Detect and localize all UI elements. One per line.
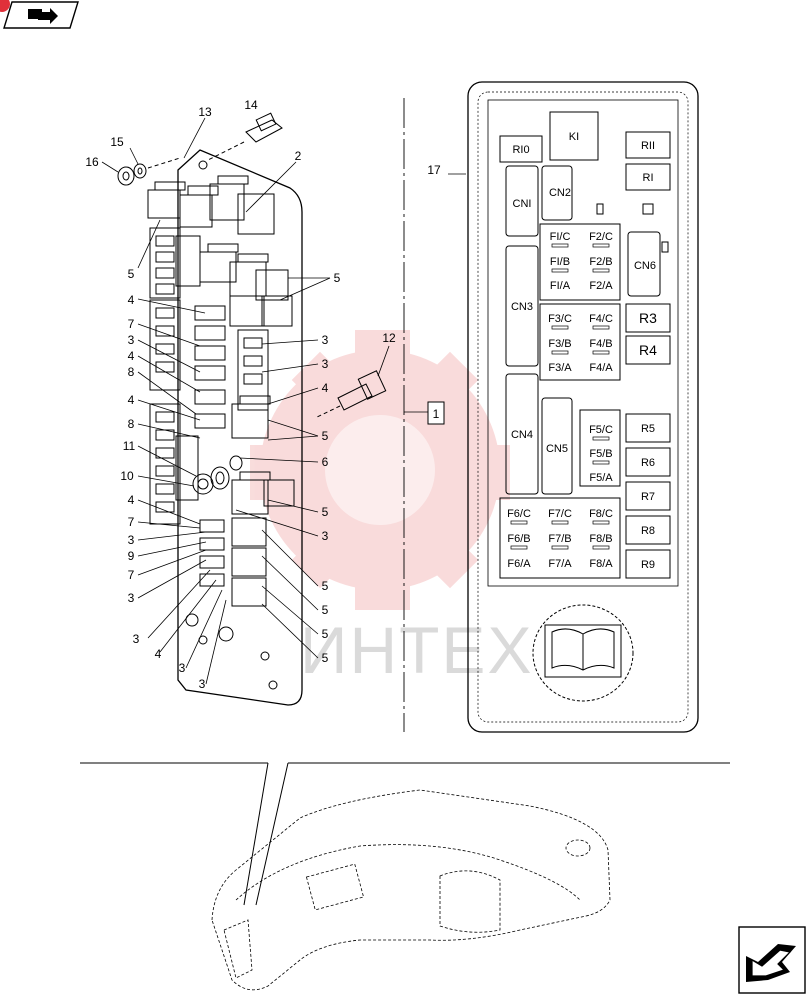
callout-5: 5: [322, 429, 329, 443]
callout-5: 5: [322, 627, 329, 641]
connector-label-cn2: CN2: [549, 187, 571, 199]
callout-14: 14: [244, 98, 258, 112]
nut-16: [117, 157, 181, 186]
callout-3: 3: [128, 591, 135, 605]
callout-9: 9: [128, 549, 135, 563]
callout-12: 12: [382, 331, 396, 345]
fuse-label: F8/A: [589, 558, 613, 570]
callout-4: 4: [322, 381, 329, 395]
callout-4: 4: [128, 293, 135, 307]
callout-3: 3: [322, 333, 329, 347]
book-with-arrow-icon[interactable]: [0, 0, 80, 32]
callout-3: 3: [199, 677, 206, 691]
relay: [147, 175, 293, 327]
fuse-label: F7/A: [548, 558, 572, 570]
relay-label-ri0: RI0: [512, 144, 529, 156]
relay-label-r6: R6: [641, 457, 655, 469]
machine-frame-outline: [211, 789, 611, 991]
connector-label-cn5: CN5: [546, 443, 568, 455]
callout-17: 17: [427, 163, 441, 177]
fuse-label: FI/B: [550, 256, 570, 268]
connector-label-cn1: CNI: [513, 198, 532, 210]
fuse-label: F8/C: [589, 508, 613, 520]
fuse-label: FI/A: [550, 280, 571, 292]
fuse-label: F6/C: [507, 508, 531, 520]
fuse-label: F3/A: [548, 362, 572, 374]
fuse-label: F6/A: [507, 558, 531, 570]
callout-8: 8: [128, 365, 135, 379]
board-plate: [177, 149, 303, 706]
fuse-label: F8/B: [589, 533, 612, 545]
callout-5: 5: [322, 579, 329, 593]
open-book-icon: [532, 604, 634, 702]
relay-label-r4: R4: [639, 342, 657, 358]
relay-label-r3: R3: [639, 310, 657, 326]
next-page-arrow-icon[interactable]: [738, 926, 806, 994]
relay-label-r9: R9: [641, 559, 655, 571]
fuse-label: F2/C: [589, 231, 613, 243]
fuse-label: F5/C: [589, 424, 613, 436]
fuse-label: F2/A: [589, 280, 613, 292]
callout-1: 1: [433, 407, 440, 421]
callout-10: 10: [120, 469, 134, 483]
connector-label-cn3: CN3: [511, 301, 533, 313]
relay-label-r5: R5: [641, 423, 655, 435]
callout-7: 7: [128, 317, 135, 331]
fuse-label: FI/C: [550, 231, 571, 243]
callout-5: 5: [322, 505, 329, 519]
fuse-decal-panel: [467, 81, 699, 733]
fuse-label: F6/B: [507, 533, 530, 545]
callout-16: 16: [85, 155, 99, 169]
callout-4: 4: [128, 393, 135, 407]
fuse-label: F3/B: [548, 338, 571, 350]
fuse-label: F5/B: [589, 448, 612, 460]
callout-4: 4: [128, 349, 135, 363]
callout-5: 5: [128, 267, 135, 281]
pin-12: [314, 370, 387, 419]
callout-4: 4: [128, 493, 135, 507]
callout-6: 6: [322, 455, 329, 469]
fuse-label: F2/B: [589, 256, 612, 268]
callout-15: 15: [110, 135, 124, 149]
fuse-label: F4/C: [589, 313, 613, 325]
callout-11: 11: [123, 439, 136, 453]
relay-label-ki: KI: [569, 131, 579, 143]
relay-label-rii: RII: [641, 140, 655, 152]
callout-3: 3: [128, 333, 135, 347]
callout-3: 3: [322, 357, 329, 371]
callout-7: 7: [128, 515, 135, 529]
callout-5: 5: [322, 603, 329, 617]
connector-label-cn6: CN6: [634, 260, 656, 272]
fuse-label: F4/B: [589, 338, 612, 350]
fuse-label: F5/A: [589, 472, 613, 484]
connector-label-cn4: CN4: [511, 429, 533, 441]
callout-3: 3: [133, 632, 140, 646]
callout-3: 3: [322, 529, 329, 543]
fuse-label: F3/C: [548, 313, 572, 325]
relay-label-r7: R7: [641, 491, 655, 503]
callout-3: 3: [179, 661, 186, 675]
callout-2: 2: [295, 149, 302, 163]
fuse-label: F4/A: [589, 362, 613, 374]
fuse-label: F7/B: [548, 533, 571, 545]
relay-label-ri: RI: [643, 172, 654, 184]
stud-bolt-14: [207, 112, 283, 161]
watermark-text: ИНТЕХ: [300, 613, 534, 687]
callout-5: 5: [334, 271, 341, 285]
fuse-label: F7/C: [548, 508, 572, 520]
callout-8: 8: [128, 417, 135, 431]
connector-strip: [149, 227, 269, 525]
callout-4: 4: [155, 647, 162, 661]
callout-3: 3: [128, 533, 135, 547]
callout-7: 7: [128, 568, 135, 582]
fuse: [194, 305, 295, 607]
relay-label-r8: R8: [641, 525, 655, 537]
callout-13: 13: [198, 105, 212, 119]
callout-5: 5: [322, 651, 329, 665]
